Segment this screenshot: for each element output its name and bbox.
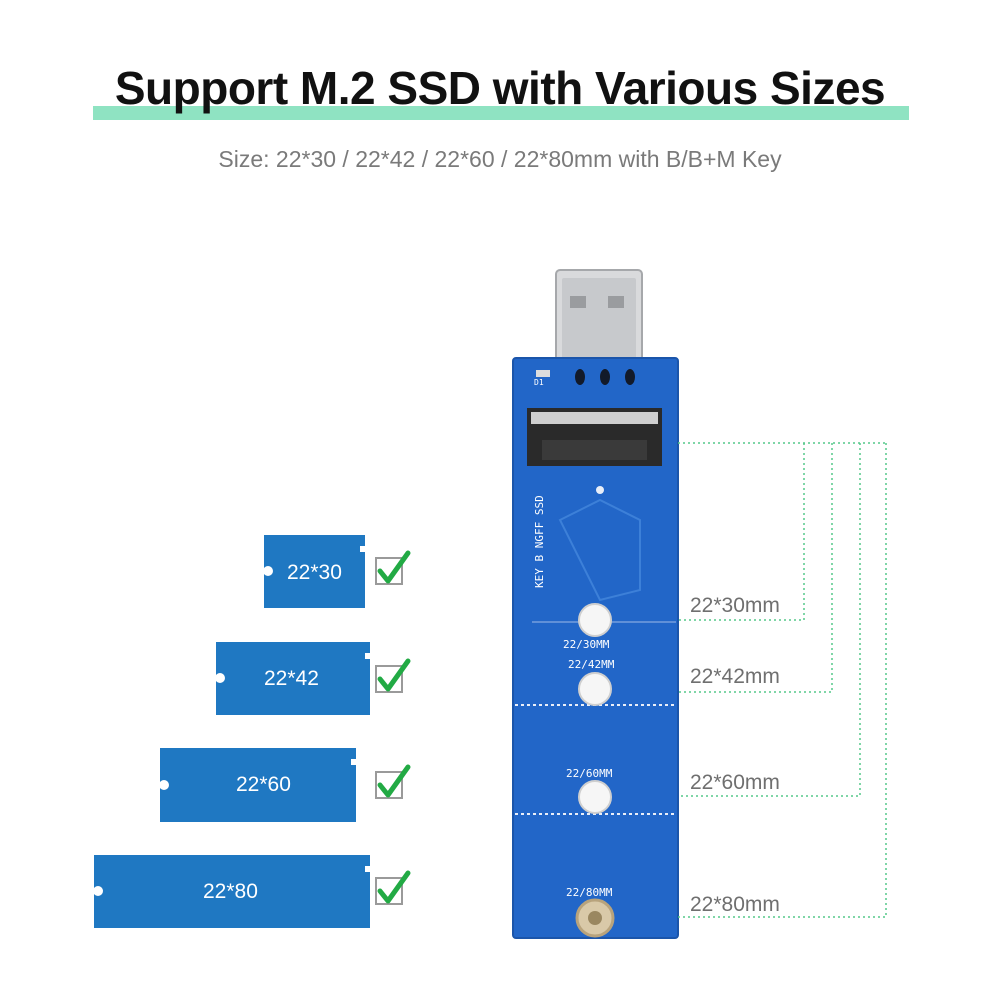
ssd-card-22x30 <box>263 535 365 608</box>
subtitle: Size: 22*30 / 22*42 / 22*60 / 22*80mm wi… <box>218 146 782 172</box>
usb-connector <box>555 269 643 366</box>
led-d1 <box>536 370 550 377</box>
mount-hole-42 <box>578 672 612 706</box>
check-icon <box>375 658 411 693</box>
mount-hole-30 <box>578 603 612 637</box>
size-label-22x80mm: 22*80mm <box>690 893 780 916</box>
size-label-22x30mm: 22*30mm <box>690 594 780 617</box>
pcb-board <box>512 357 679 939</box>
title-wrap: Support M.2 SSD with Various Sizes <box>0 58 1000 118</box>
dotted-guides <box>678 442 887 918</box>
page-title: Support M.2 SSD with Various Sizes <box>114 62 886 114</box>
size-label-22x60mm: 22*60mm <box>690 771 780 794</box>
mount-hole-60 <box>578 780 612 814</box>
ssd-card-22x42 <box>215 642 370 715</box>
size-label-22x42mm: 22*42mm <box>690 665 780 688</box>
ssd-card-22x60 <box>159 748 356 822</box>
pcb-silk-d1: D1 <box>534 378 544 387</box>
check-icon <box>375 764 411 799</box>
pcb-mark-22-42: 22/42MM <box>568 658 615 671</box>
title-underline <box>93 106 909 120</box>
check-icon <box>375 870 411 905</box>
pcb-mark-22-60: 22/60MM <box>566 767 613 780</box>
ssd-label-22x42: 22*42 <box>264 667 319 690</box>
ssd-card-22x80 <box>93 855 370 928</box>
ssd-label-22x80: 22*80 <box>203 880 258 903</box>
pcb-mark-22-80: 22/80MM <box>566 886 613 899</box>
ssd-label-22x30: 22*30 <box>287 561 342 584</box>
check-icon <box>375 550 411 585</box>
ssd-label-22x60: 22*60 <box>236 773 291 796</box>
pcb-silk-key: KEY B NGFF SSD <box>533 495 546 588</box>
pcb-mark-22-30: 22/30MM <box>563 638 610 651</box>
